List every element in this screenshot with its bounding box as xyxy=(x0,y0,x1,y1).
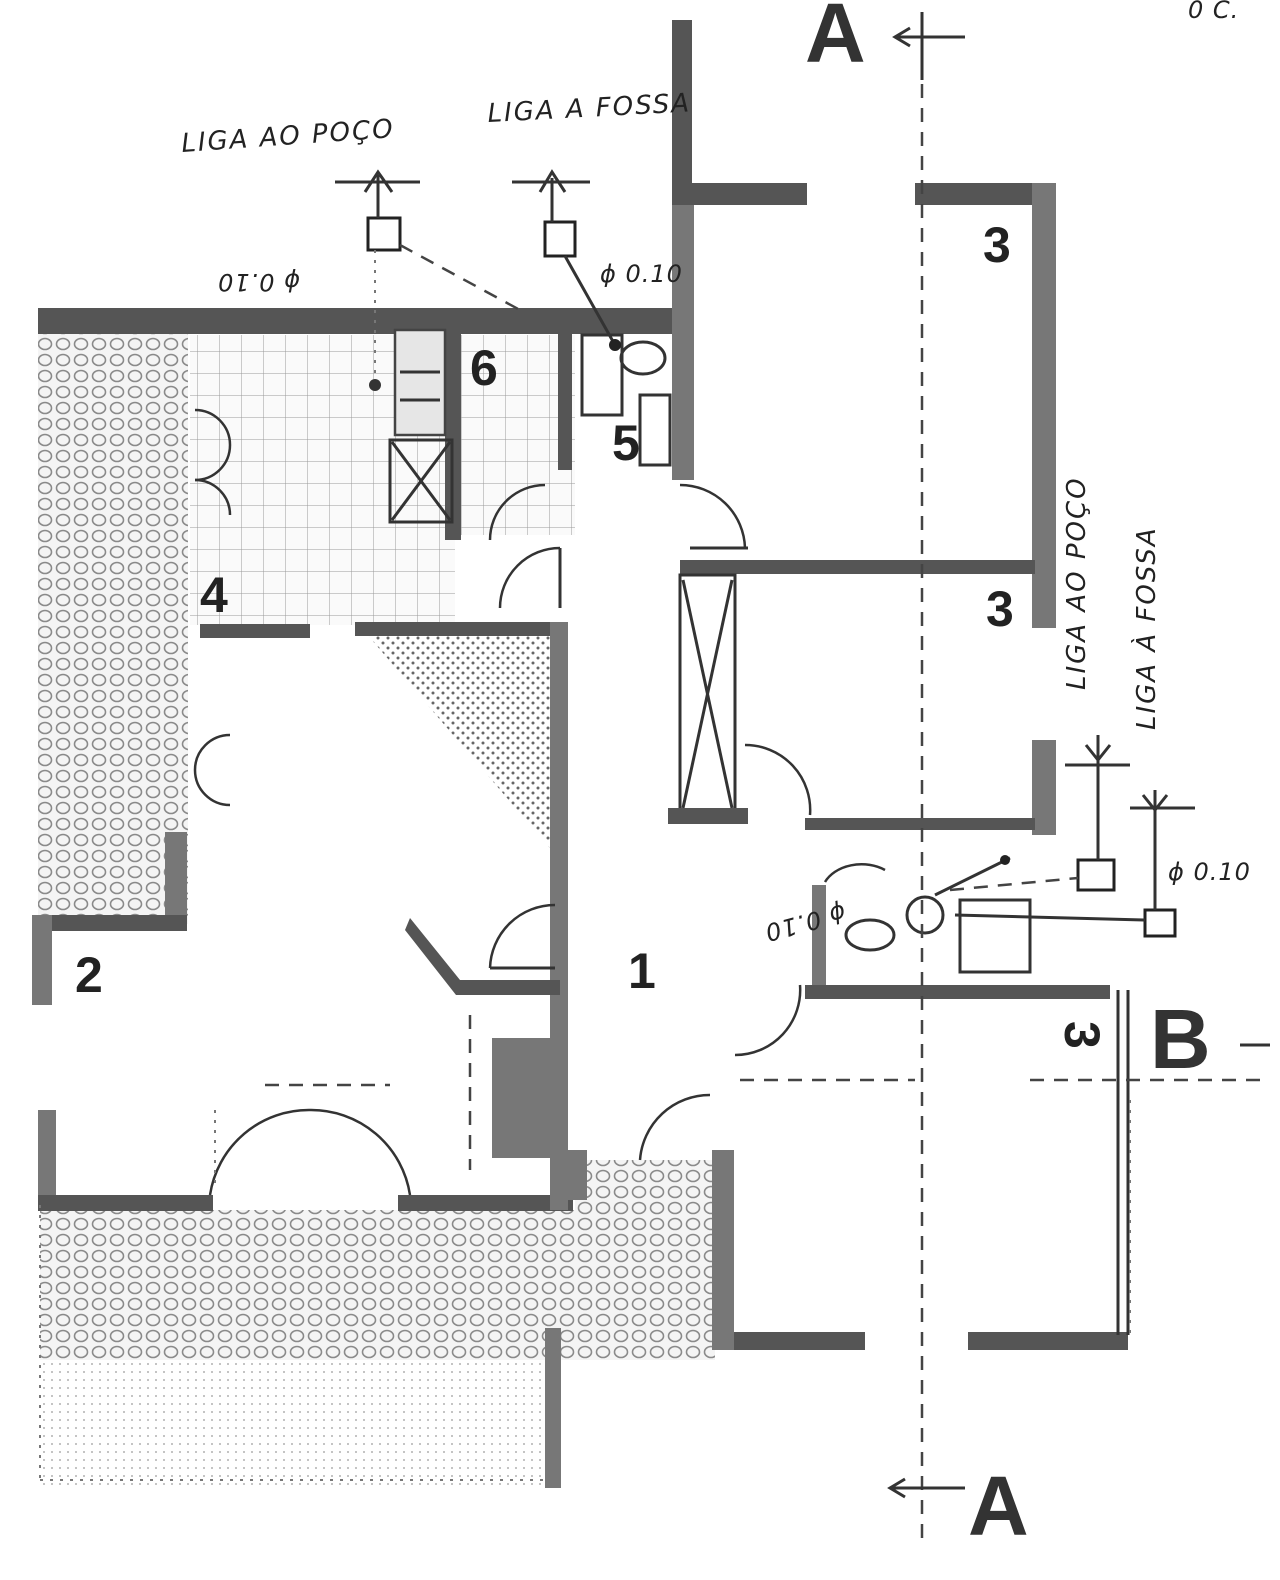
plumbing xyxy=(335,169,1195,938)
room-2: 2 xyxy=(75,947,103,1003)
room-labels: 1 2 3 3 3 4 5 6 xyxy=(75,217,1110,1049)
entrance-porch-paving xyxy=(575,1160,715,1360)
septic-box xyxy=(543,220,577,258)
room-3-mid: 3 xyxy=(986,581,1014,637)
section-b: B xyxy=(1150,992,1211,1086)
floor-textures xyxy=(38,312,715,1485)
walls xyxy=(32,20,1130,1488)
room-1: 1 xyxy=(628,943,656,999)
note-diameter-top-left: ϕ 0.10 xyxy=(217,268,300,296)
fixtures xyxy=(388,328,1032,974)
section-a-bottom: A xyxy=(968,1459,1029,1553)
toilet xyxy=(619,340,667,376)
note-diameter-side-2: ϕ 0.10 xyxy=(762,898,849,947)
well-box xyxy=(366,216,402,252)
room-3-small: 3 xyxy=(1054,1021,1110,1049)
wc-bidet xyxy=(844,918,896,952)
kitchen-counter xyxy=(393,328,447,437)
note-diameter-top-right: ϕ 0.10 xyxy=(600,260,683,288)
stair-hatching xyxy=(365,632,560,860)
pipe-outlet xyxy=(609,339,621,351)
section-markers: A A B xyxy=(805,0,1270,1553)
side-well-box xyxy=(1076,858,1116,892)
terrace-bottom-paving xyxy=(40,1210,575,1360)
side-septic-box xyxy=(1143,908,1177,938)
yard-fine-dots xyxy=(40,1360,560,1485)
doors xyxy=(193,408,886,1196)
section-a-top: A xyxy=(805,0,866,80)
note-diameter-side: ϕ 0.10 xyxy=(1168,858,1251,886)
note-corner: 0 C. xyxy=(1188,0,1239,24)
room-4: 4 xyxy=(200,567,228,623)
note-liga-a-fossa-side: LIGA À FOSSA xyxy=(1130,526,1162,730)
room-6: 6 xyxy=(470,340,498,396)
room-5: 5 xyxy=(612,415,640,471)
bath-floor-tiles xyxy=(455,335,575,535)
veranda-left-paving xyxy=(38,312,188,924)
note-liga-ao-poco-side: LIGA AO POÇO xyxy=(1062,476,1092,690)
axis-lines xyxy=(39,60,1270,1540)
kitchen-sink xyxy=(388,438,454,524)
note-liga-a-fossa-top: LIGA A FOSSA xyxy=(487,88,692,129)
room-3-top: 3 xyxy=(983,217,1011,273)
note-liga-ao-poco-top: LIGA AO POÇO xyxy=(180,114,395,159)
handwritten-notes: LIGA AO POÇO LIGA A FOSSA ϕ 0.10 ϕ 0.10 … xyxy=(180,0,1251,947)
